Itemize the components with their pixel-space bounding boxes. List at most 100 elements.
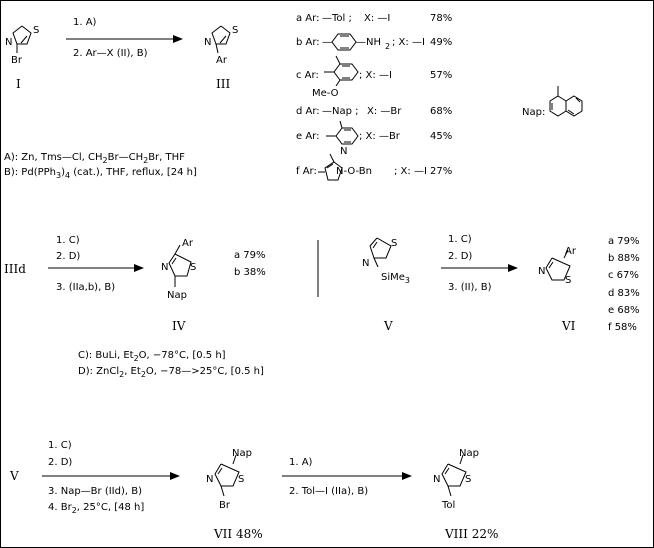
svg-text:f 58%: f 58% <box>608 322 637 333</box>
compound-VI-structure: Ar N S <box>538 246 577 286</box>
condition-A: A): Zn, Tms—Cl, CH2Br—CH2Br, THF <box>4 152 185 165</box>
svg-text:c 67%: c 67% <box>608 270 639 281</box>
svg-text:Nap: Nap <box>459 448 479 459</box>
VI-yield-list: a 79% b 88% c 67% d 83% e 68% f 58% <box>608 236 640 333</box>
svg-text:Me-O: Me-O <box>312 88 339 99</box>
compound-label-V: V <box>383 319 393 333</box>
nitrogen-atom: N <box>5 37 12 48</box>
IV-yield-a: a 79% <box>234 250 266 261</box>
svg-text:c Ar:: c Ar: <box>296 70 319 81</box>
svg-text:b 88%: b 88% <box>608 253 640 264</box>
svg-text:N: N <box>538 266 545 277</box>
compound-label-VII: VII 48% <box>213 527 263 541</box>
scheme3-step-1: 1. C) <box>448 234 472 245</box>
scheme1-step-1: 1. A) <box>73 17 97 28</box>
scheme2-step-2: 2. D) <box>56 251 80 262</box>
svg-text:57%: 57% <box>430 70 452 81</box>
compound-label-V-start: V <box>9 469 19 483</box>
entry-d: d Ar: —Nap ; X: —Br 68% <box>296 106 452 117</box>
svg-text:Br: Br <box>219 500 231 511</box>
entry-f: f Ar: N-O-Bn ; X: —I 27% <box>296 153 452 181</box>
scheme3-step-3: 3. (II), B) <box>448 282 492 293</box>
bromine-label: Br <box>11 55 23 66</box>
aniline-ring <box>331 33 357 51</box>
arrow-head <box>170 472 180 480</box>
svg-text:X: —Br: X: —Br <box>367 106 402 117</box>
svg-text:49%: 49% <box>430 37 452 48</box>
scheme3-step-2: 2. D) <box>448 251 472 262</box>
pyrazolyl-ring <box>318 153 343 181</box>
scheme4-step-1: 1. C) <box>48 440 72 451</box>
svg-text:Ar: Ar <box>182 238 194 249</box>
compound-label-VIII: VIII 22% <box>444 527 498 541</box>
svg-text:N: N <box>433 474 440 485</box>
svg-text:; X: —I: ; X: —I <box>359 70 392 81</box>
condition-C: C): BuLi, Et2O, −78°C, [0.5 h] <box>78 350 226 363</box>
scheme4-step-3: 3. Nap—Br (IId), B) <box>48 486 142 497</box>
condition-B: B): Pd(PPh3)4 (cat.), THF, reflux, [24 h… <box>4 167 197 180</box>
arrow-head <box>134 264 144 272</box>
scheme4-step-t2: 2. Tol—I (IIa), B) <box>289 486 368 497</box>
compound-VIII-structure: Nap N S Tol <box>433 448 479 511</box>
svg-text:a Ar:: a Ar: <box>296 13 319 24</box>
svg-text:d 83%: d 83% <box>608 288 640 299</box>
svg-text:Nap: Nap <box>232 448 252 459</box>
svg-text:68%: 68% <box>430 106 452 117</box>
compound-IV-structure: Ar N S Nap <box>161 238 196 301</box>
svg-text:45%: 45% <box>430 131 452 142</box>
compound-label-VI: VI <box>561 319 576 333</box>
scheme4-step-4: 4. Br2, 25°C, [48 h] <box>48 502 144 515</box>
svg-text:e 68%: e 68% <box>608 305 640 316</box>
svg-text:N: N <box>206 474 213 485</box>
arrow-head <box>402 472 412 480</box>
svg-text:d Ar:: d Ar: <box>296 106 320 117</box>
compound-label-III: III <box>216 77 230 91</box>
svg-text:N: N <box>161 262 168 273</box>
scheme4-step-2: 2. D) <box>48 457 72 468</box>
svg-text:S: S <box>238 474 244 485</box>
svg-text:N: N <box>340 146 347 157</box>
methoxytolyl-ring: Me-O <box>312 55 359 99</box>
svg-text:Nap: Nap <box>167 290 187 301</box>
scheme4-step-t1: 1. A) <box>289 457 313 468</box>
svg-text:—NH: —NH <box>356 37 381 48</box>
svg-text:S: S <box>391 238 397 249</box>
nitrogen-atom: N <box>204 37 211 48</box>
entry-a: a Ar: —Tol ; X: —I 78% <box>296 13 452 24</box>
svg-text:N-O-Bn: N-O-Bn <box>336 166 372 177</box>
svg-text:e Ar:: e Ar: <box>296 131 319 142</box>
compound-label-IIId: IIId <box>4 262 26 276</box>
svg-text:—Tol ;: —Tol ; <box>322 13 352 24</box>
pyridyl-ring: N <box>326 120 359 157</box>
svg-text:—Nap ;: —Nap ; <box>322 106 359 117</box>
svg-text:a 79%: a 79% <box>608 236 640 247</box>
compound-III-structure: S N Ar <box>204 25 238 66</box>
svg-text:—: — <box>322 37 332 48</box>
nap-label: Nap: <box>522 107 545 118</box>
svg-text:S: S <box>565 275 571 286</box>
entry-c: c Ar: Me-O ; X: —I 57% <box>296 55 452 99</box>
svg-text:S: S <box>190 262 196 273</box>
svg-text:2: 2 <box>385 42 390 51</box>
svg-text:b Ar:: b Ar: <box>296 37 320 48</box>
compound-label-I: I <box>16 77 21 91</box>
svg-text:27%: 27% <box>430 166 452 177</box>
scheme1-step-2: 2. Ar—X (II), B) <box>73 48 148 59</box>
svg-text:S: S <box>465 474 471 485</box>
svg-text:X: —I: X: —I <box>364 13 390 24</box>
svg-text:N: N <box>362 258 369 269</box>
svg-text:f Ar:: f Ar: <box>296 166 317 177</box>
svg-text:Tol: Tol <box>441 500 455 511</box>
aryl-label: Ar <box>216 55 228 66</box>
svg-text:Ar: Ar <box>565 246 577 257</box>
naphthyl-structure <box>549 86 583 117</box>
compound-VII-structure: Nap N S Br <box>206 448 252 511</box>
compound-I-structure: S N Br <box>5 25 39 66</box>
svg-text:78%: 78% <box>430 13 452 24</box>
svg-text:; X: —I: ; X: —I <box>394 166 427 177</box>
entry-b: b Ar: — —NH 2 ; X: —I 49% <box>296 33 452 51</box>
scheme2-step-3: 3. (IIa,b), B) <box>56 282 115 293</box>
compound-label-IV: IV <box>172 319 186 333</box>
IV-yield-b: b 38% <box>234 267 266 278</box>
svg-text:; X: —I: ; X: —I <box>392 37 425 48</box>
